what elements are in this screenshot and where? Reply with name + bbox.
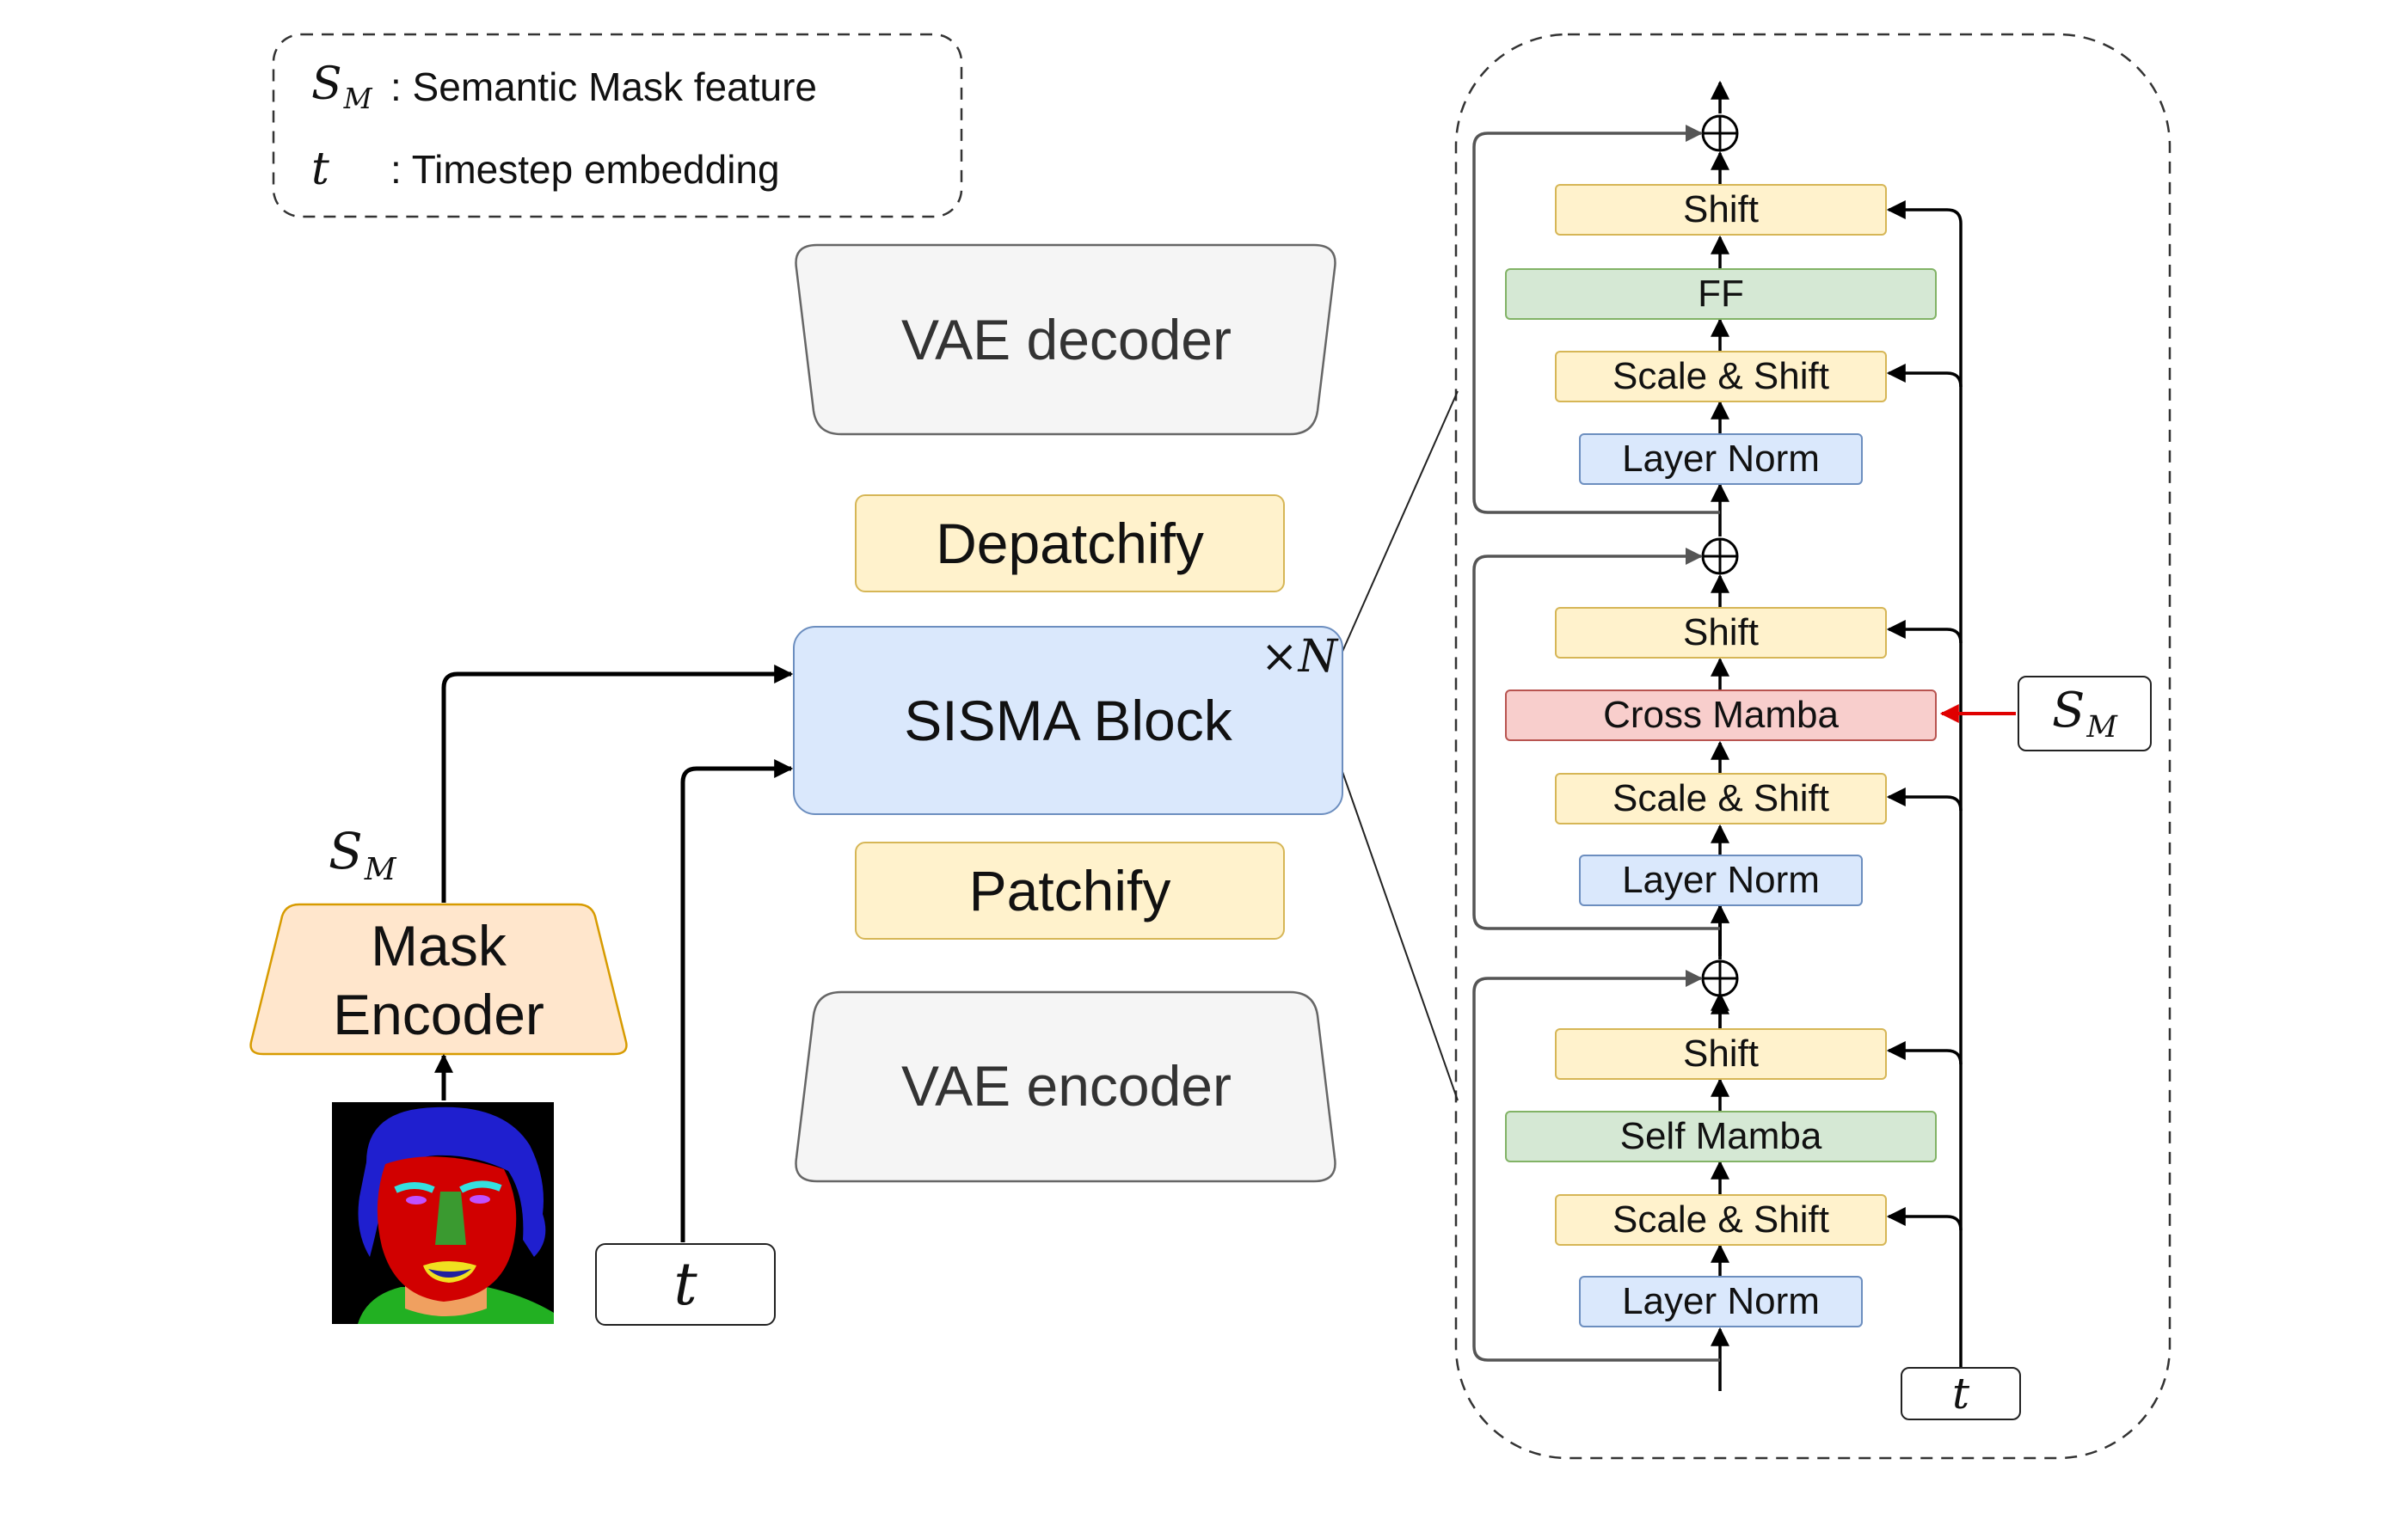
repeat-n-label: ×N xyxy=(1261,631,1337,683)
mask-encoder-line1: Mask xyxy=(371,914,507,978)
legend-symbol-mask: SM xyxy=(311,58,372,116)
face-mask-image xyxy=(332,1102,554,1324)
sisma-block: SISMA Block xyxy=(793,626,1343,815)
condition-box-label: SM xyxy=(2052,682,2117,745)
top-layer-norm-box: Layer Norm xyxy=(1579,433,1863,485)
zoom-line-bottom xyxy=(1341,769,1459,1101)
legend-symbol-timestep: t xyxy=(311,144,329,195)
detail-timestep-label: t xyxy=(1951,1369,1970,1419)
repeat-n-variable: N xyxy=(1298,631,1338,683)
mask-encoder-line2: Encoder xyxy=(333,983,544,1046)
residual-adder-mid xyxy=(1701,537,1739,575)
top-shift-box: Shift xyxy=(1555,184,1887,236)
cross-mamba-box: Cross Mamba xyxy=(1505,690,1937,741)
detail-timestep-box: t xyxy=(1901,1367,2021,1420)
zoom-line-top xyxy=(1341,390,1459,654)
skip-path-top xyxy=(1472,125,1720,514)
mask-feature-label: SM xyxy=(329,822,396,887)
mask-encoder-label: Mask Encoder xyxy=(258,910,619,1051)
bottom-shift-box: Shift xyxy=(1555,1028,1887,1080)
mask-encoder-shape xyxy=(249,903,628,1056)
top-scale-shift-box: Scale & Shift xyxy=(1555,351,1887,402)
vae-encoder-label: VAE encoder xyxy=(900,1054,1232,1118)
vae-encoder-shape xyxy=(795,990,1336,1183)
repeat-times-symbol: × xyxy=(1261,631,1299,683)
patchify-box: Patchify xyxy=(855,842,1285,940)
skip-path-bottom xyxy=(1472,970,1720,1362)
ff-box: FF xyxy=(1505,268,1937,320)
skip-path-mid xyxy=(1472,548,1720,930)
legend-row-timestep: t : Timestep embedding xyxy=(311,139,780,199)
mid-scale-shift-box: Scale & Shift xyxy=(1555,773,1887,824)
legend-row-mask: SM : Semantic Mask feature xyxy=(311,57,817,117)
sisma-block-label: SISMA Block xyxy=(904,689,1232,752)
depatchify-box: Depatchify xyxy=(855,494,1285,592)
timestep-conditioning xyxy=(1886,200,1963,1367)
mid-layer-norm-box: Layer Norm xyxy=(1579,855,1863,906)
legend-text-mask: : Semantic Mask feature xyxy=(390,64,817,109)
vae-decoder-label: VAE decoder xyxy=(900,308,1232,371)
legend-text-timestep: : Timestep embedding xyxy=(390,147,780,192)
legend-frame xyxy=(272,33,963,218)
mid-shift-box: Shift xyxy=(1555,607,1887,659)
residual-adder-bottom xyxy=(1701,959,1739,997)
bottom-layer-norm-box: Layer Norm xyxy=(1579,1276,1863,1327)
self-mamba-box: Self Mamba xyxy=(1505,1111,1937,1162)
vae-decoder-shape xyxy=(795,243,1336,436)
residual-adder-top xyxy=(1701,114,1739,152)
bottom-scale-shift-box: Scale & Shift xyxy=(1555,1194,1887,1246)
mask-feature-arrow xyxy=(441,665,794,903)
timestep-box: t xyxy=(595,1243,776,1326)
detail-frame xyxy=(1454,33,2172,1460)
timestep-arrow xyxy=(680,759,794,1242)
timestep-box-label: t xyxy=(673,1250,697,1319)
condition-box: SM xyxy=(2018,676,2152,751)
